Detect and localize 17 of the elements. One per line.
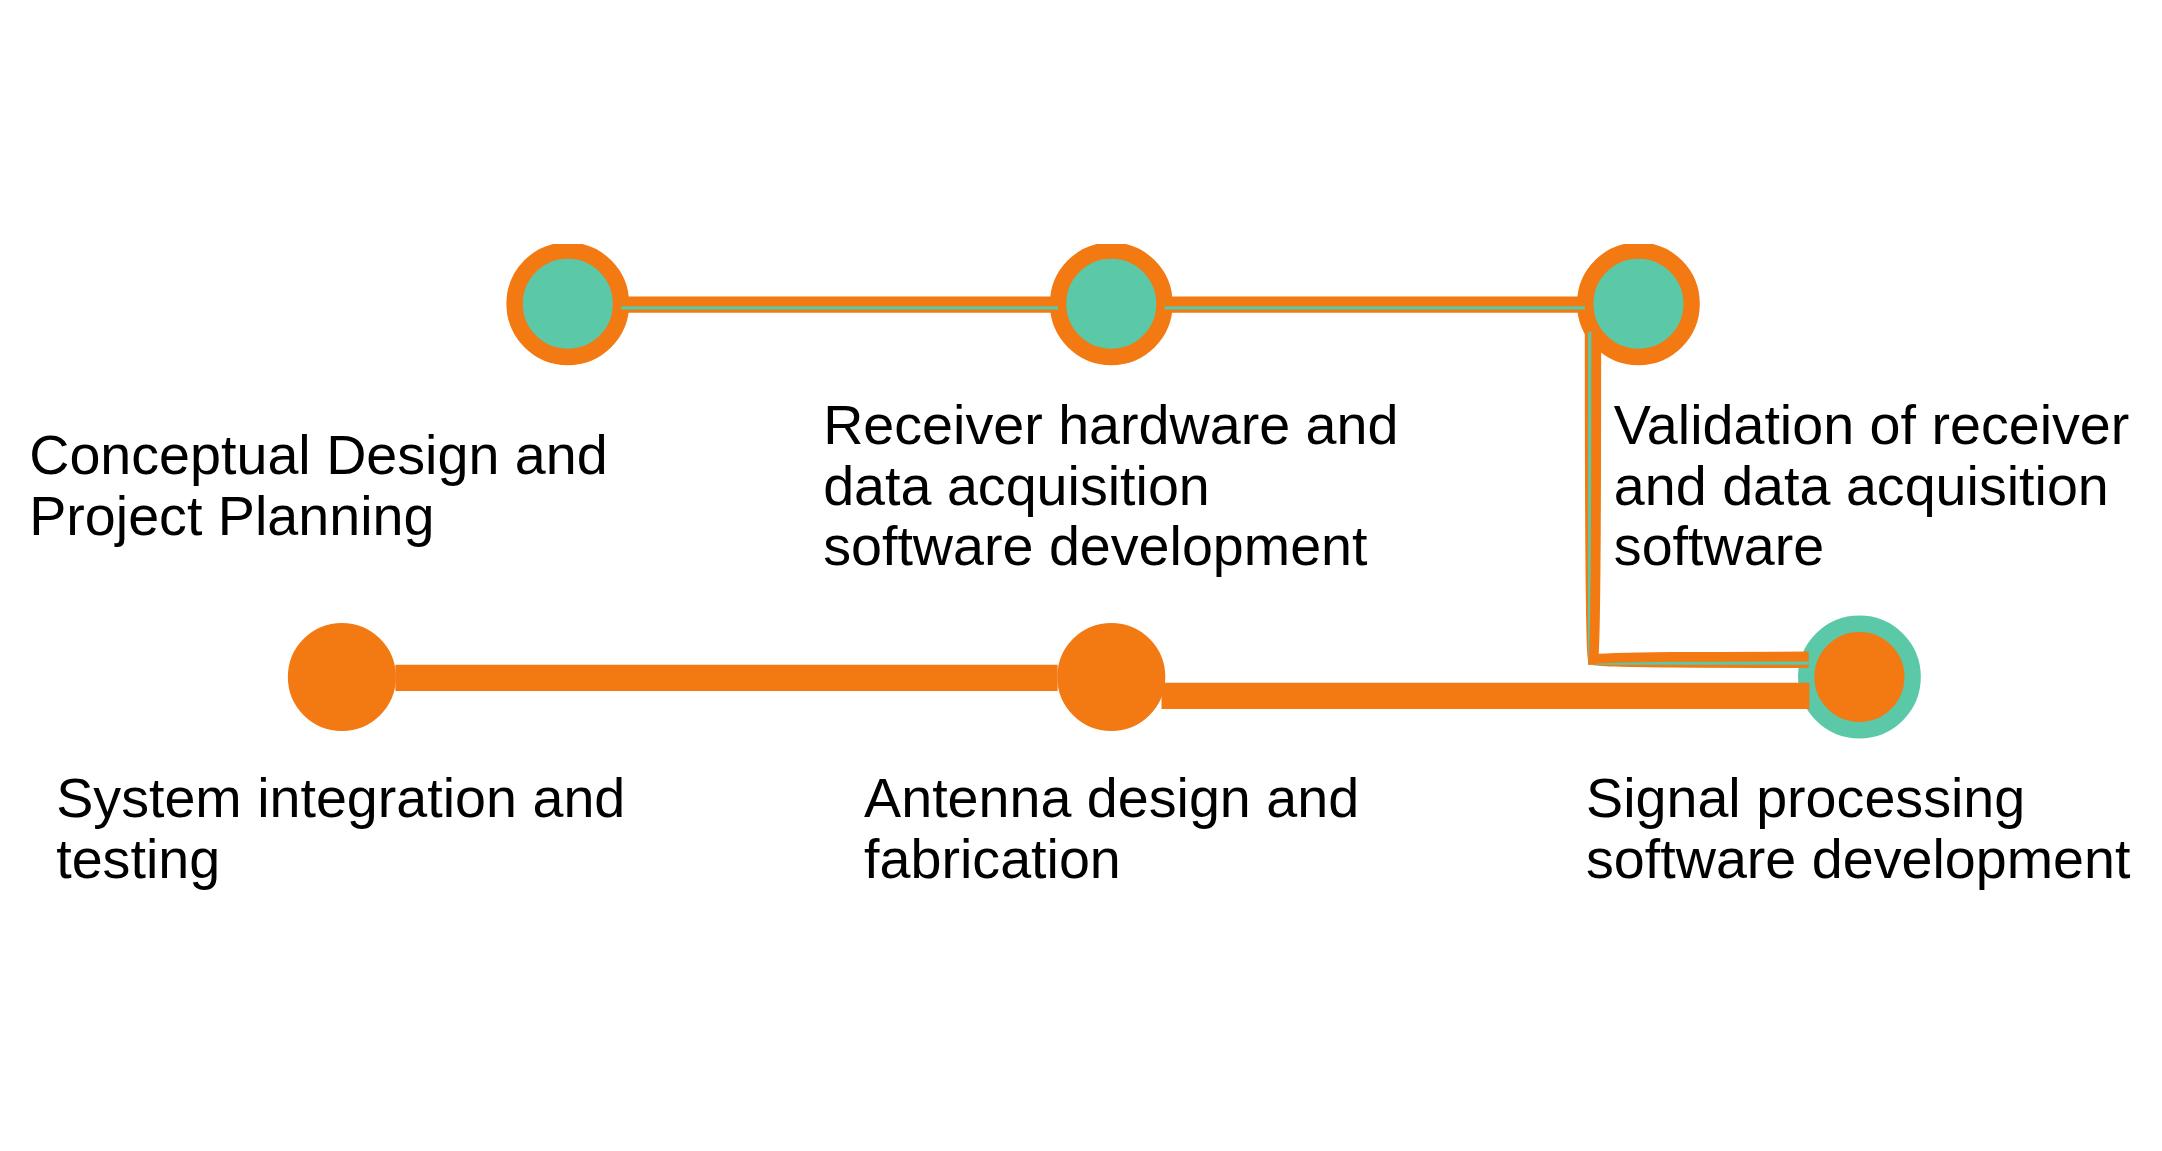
node-label: Conceptual Design and Project Planning — [29, 424, 608, 547]
node-circle — [1798, 615, 1921, 739]
node-circle — [1577, 244, 1700, 366]
connector — [1584, 331, 1809, 668]
node-circle — [287, 622, 396, 732]
node-label: Antenna design and fabrication — [864, 767, 1360, 890]
node-label: Signal processing software development — [1586, 767, 2131, 890]
node-label: System integration and testing — [56, 767, 626, 890]
connector — [1161, 682, 1810, 709]
node-label: Receiver hardware and data acquisition software development — [823, 394, 1399, 578]
node-label: Validation of receiver and data acquisition software — [1613, 394, 2130, 578]
node-circle — [1057, 622, 1166, 732]
connector — [621, 296, 1059, 313]
node-circle — [506, 244, 630, 366]
connector — [395, 664, 1058, 691]
node-circle — [1049, 244, 1173, 366]
connector — [1164, 296, 1585, 313]
